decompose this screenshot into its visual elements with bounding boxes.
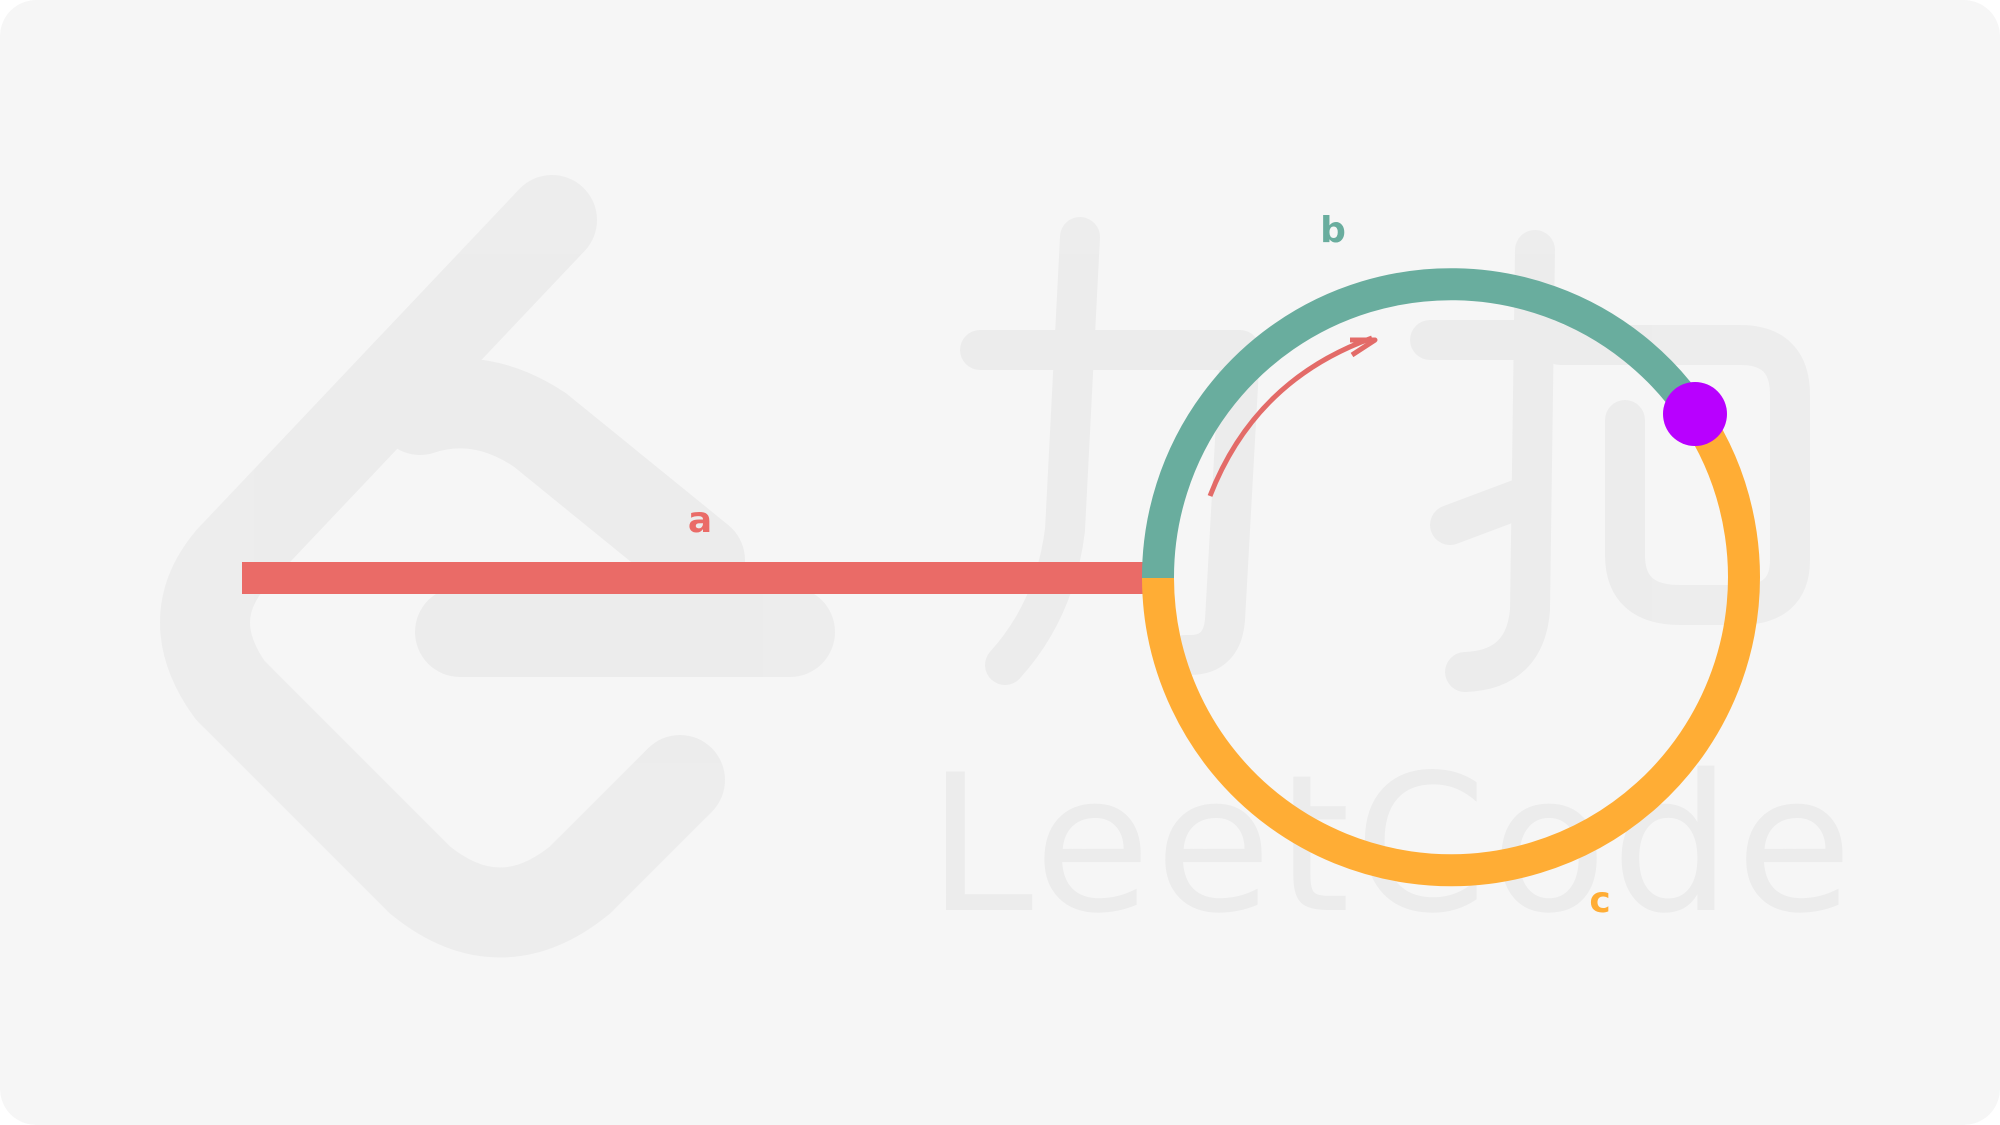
watermark-cjk-stroke xyxy=(1540,325,1810,625)
direction-arrow-shaft xyxy=(1207,335,1373,497)
watermark-cjk-stroke xyxy=(1445,230,1555,692)
label-a: a xyxy=(688,500,712,541)
leetcode-watermark: LeetCode xyxy=(160,175,1856,958)
direction-arrow-head xyxy=(1350,337,1378,358)
watermark-cjk-stroke xyxy=(960,330,1260,675)
watermark-cjk-stroke xyxy=(1430,475,1550,545)
direction-arrow-icon xyxy=(1207,335,1378,497)
label-b: b xyxy=(1320,210,1346,251)
leetcode-logo-icon xyxy=(160,175,725,958)
label-c: c xyxy=(1589,880,1610,921)
arc-b xyxy=(1141,268,1709,579)
watermark-cjk-stroke xyxy=(985,217,1100,685)
arc-c xyxy=(1142,406,1760,887)
watermark-wordmark: LeetCode xyxy=(927,734,1856,955)
meeting-point xyxy=(1663,382,1727,446)
leetcode-logo-arc xyxy=(375,358,745,605)
